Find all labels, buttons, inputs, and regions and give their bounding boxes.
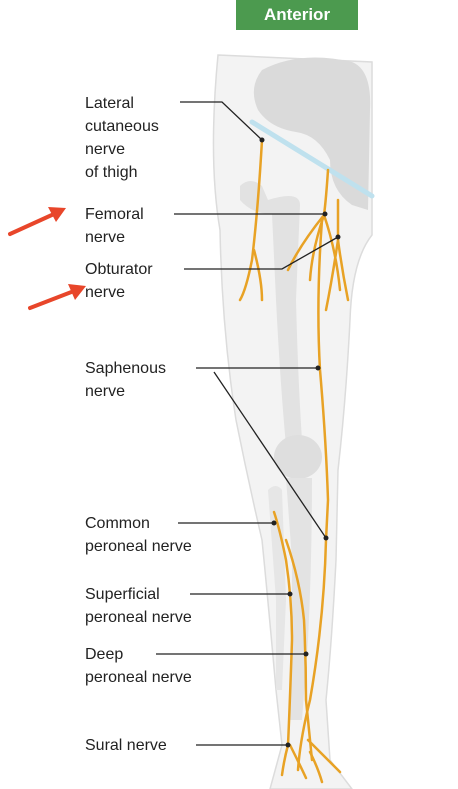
foot-branch	[306, 738, 342, 774]
leader-dot	[303, 651, 309, 657]
leader-dot	[315, 365, 321, 371]
label-line: Obturator	[85, 261, 153, 278]
arrow-obturator	[28, 289, 76, 310]
label-line: Sural nerve	[85, 737, 167, 754]
leader-endpoints	[259, 137, 341, 748]
femur-bone	[240, 181, 302, 446]
leader-dot	[271, 520, 277, 526]
arrow-obturator-head	[68, 284, 86, 300]
label-common-peroneal-nerve: Common peroneal nerve	[85, 512, 192, 558]
leader-lateral-cutaneous	[180, 101, 263, 141]
leader-lines	[156, 101, 339, 746]
label-line: peroneal nerve	[85, 609, 192, 626]
foot-branch	[308, 750, 324, 784]
label-obturator-nerve: Obturator nerve	[85, 258, 153, 304]
label-line: nerve	[85, 284, 126, 301]
leader-dot	[287, 591, 293, 597]
sural-branch	[280, 743, 290, 777]
leader-dot	[322, 211, 328, 217]
label-line: Saphenous	[85, 360, 166, 377]
leader-dot	[259, 137, 265, 143]
leader-saphenous-2	[213, 371, 327, 539]
knee-cap	[274, 435, 322, 479]
label-deep-peroneal-nerve: Deep peroneal nerve	[85, 643, 192, 689]
label-line: nerve	[85, 229, 126, 246]
label-line: cutaneous	[85, 118, 159, 135]
label-line: peroneal nerve	[85, 538, 192, 555]
leader-obturator	[184, 236, 339, 270]
label-saphenous-nerve: Saphenous nerve	[85, 357, 166, 403]
arrow-femoral	[8, 212, 56, 236]
common-peroneal-nerve-path	[272, 510, 294, 747]
label-line: nerve	[85, 383, 126, 400]
label-line: nerve	[85, 141, 126, 158]
highlight-arrows	[8, 207, 86, 310]
label-line: Deep	[85, 646, 124, 663]
sural-branch	[288, 743, 308, 780]
deep-peroneal-nerve-path	[284, 538, 314, 762]
leader-dot	[285, 742, 291, 748]
obturator-branch	[324, 238, 340, 312]
saphenous-nerve-path	[296, 218, 330, 772]
femoral-branch	[286, 213, 326, 272]
label-line: Lateral	[85, 95, 134, 112]
leader-dot	[335, 234, 341, 240]
label-line: Femoral	[85, 206, 144, 223]
leader-dot	[323, 535, 329, 541]
label-femoral-nerve: Femoral nerve	[85, 203, 144, 249]
label-lateral-cutaneous-nerve: Lateral cutaneous nerve of thigh	[85, 92, 159, 184]
pelvis-bone	[253, 57, 371, 210]
inguinal-ligament	[249, 119, 375, 199]
label-line: Superficial	[85, 586, 160, 603]
label-sural-nerve: Sural nerve	[85, 734, 167, 757]
arrow-femoral-head	[48, 207, 66, 222]
label-line: Common	[85, 515, 150, 532]
label-superficial-peroneal-nerve: Superficial peroneal nerve	[85, 583, 192, 629]
femoral-branch	[322, 213, 342, 292]
label-line: peroneal nerve	[85, 669, 192, 686]
label-line: of thigh	[85, 164, 138, 181]
lateral-cutaneous-nerve-path	[238, 138, 264, 302]
lateral-cutaneous-branch	[252, 248, 264, 302]
view-badge: Anterior	[236, 0, 358, 30]
